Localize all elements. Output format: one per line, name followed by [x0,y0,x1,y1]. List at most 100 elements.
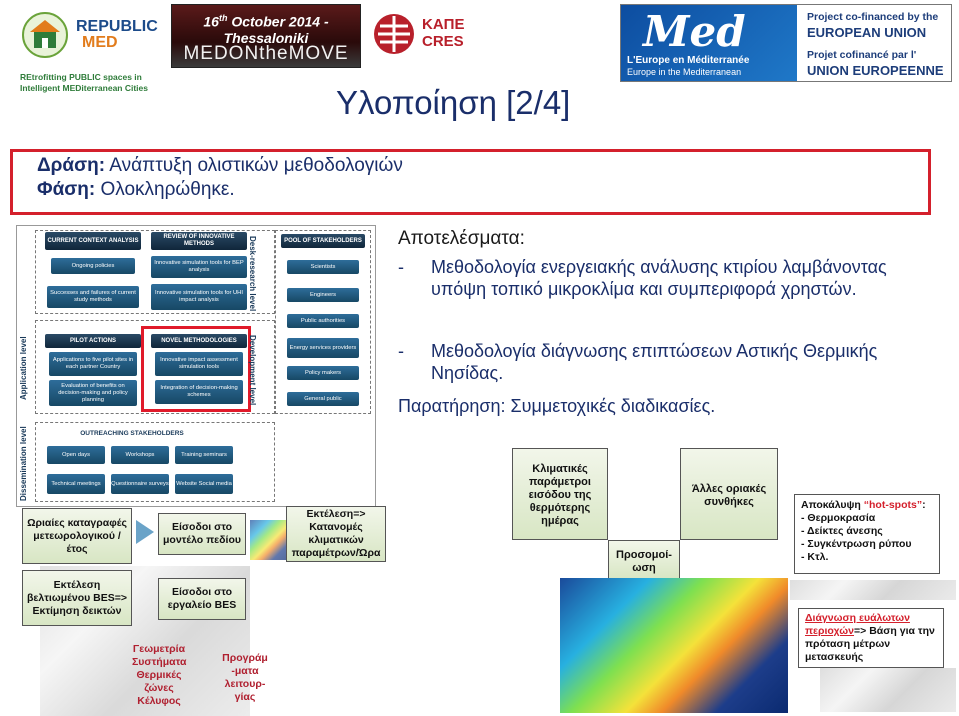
pool-item-text: Energy services providers [289,344,357,351]
result-text: Μεθοδολογία διάγνωσης επιπτώσεων Αστικής… [431,341,878,383]
novel-methodologies-header: NOVEL METHODOLOGIES [151,334,247,348]
hotspots-label: Αποκάλυψη [801,499,861,511]
republic-med-emblem-icon [22,12,68,58]
hotspots-item: - Θερμοκρασία [801,512,876,524]
stakeholders-pool [275,230,371,414]
application-level-label: Application level [19,336,28,400]
hotspots-item: - Συγκέντρωση ρύπου [801,538,912,550]
outreach-item-text: Open days [61,451,91,458]
pool-item: General public [287,392,359,406]
bep-tools-text: Innovative simulation tools for BEP anal… [154,260,244,273]
outreaching-area [35,422,275,502]
result-dash: - [398,257,404,277]
pool-item: Scientists [287,260,359,274]
republic-name-med: MED [82,34,118,51]
eu-text-line2: EUROPEAN UNION [807,25,927,40]
review-methods-text: REVIEW OF INNOVATIVE METHODS [163,234,235,247]
decision-schemes-text: Integration of decision-making schemes [160,385,238,398]
pilot-sites-box: Applications to five pilot sites in each… [49,352,137,376]
hotspots-item: - Κτλ. [801,551,829,563]
action-line: Δράση: Ανάπτυξη ολιστικών μεθοδολογιών [37,154,904,178]
pool-header: POOL OF STAKEHOLDERS [281,234,365,248]
med-word: Med [643,7,746,56]
page-title: Υλοποίηση [2/4] [336,84,571,121]
eu-text-line4: UNION EUROPEENNE [807,63,944,78]
note-text: Παρατήρηση: Συμμετοχικές διαδικασίες. [398,396,716,416]
kape-text: ΚΑΠΕ CRES [422,16,465,50]
ongoing-policies-box: Ongoing policies [51,258,135,274]
bes-execution-box: Εκτέλεση βελτιωμένου BES=> Εκτίμηση δεικ… [22,570,132,626]
pool-item-text: Public authorities [300,317,346,324]
desk-research-label: Desk-research level [248,236,257,312]
republic-name: REPUBLIC [76,18,158,35]
med-line-fr: L'Europe en Méditerranée [627,55,750,66]
outreach-item: Workshops [111,446,169,464]
eu-text-line3: Projet cofinancé par l' [807,49,917,61]
phase-line: Φάση: Ολοκληρώθηκε. [37,178,904,202]
outreach-item: Training seminars [175,446,233,464]
outreach-item-text: Website Social media [176,480,232,487]
boundary-conditions-box: Άλλες οριακές συνθήκες [680,448,778,540]
pool-item: Public authorities [287,314,359,328]
successes-failures-box: Successes and failures of current study … [47,286,139,308]
hotspots-key: “hot-spots” [863,499,923,511]
bes-input-box: Είσοδοι στο εργαλείο BES [158,578,246,620]
successes-failures-text: Successes and failures of current study … [50,290,136,303]
kape-greek: ΚΑΠΕ [422,16,465,33]
development-area [35,320,275,414]
decision-schemes-box: Integration of decision-making schemes [155,380,243,404]
impact-tools-box: Innovative impact assessment simulation … [155,352,243,376]
diagnosis-key-2: περιοχών [805,625,855,637]
pool-header-text: POOL OF STAKEHOLDERS [284,237,362,244]
cres-latin: CRES [422,33,464,50]
eu-med-programme-box: Med L'Europe en Méditerranée Europe in t… [620,4,952,82]
outreach-item: Technical meetings [47,474,105,494]
diagnosis-text: => Βάση για την πρόταση μέτρων μετασκευή… [805,625,935,663]
result-text: Μεθοδολογία ενεργειακής ανάλυσης κτιρίου… [431,257,887,299]
evaluation-box: Evaluation of benefits on decision-makin… [49,380,137,406]
diagnosis-key-1: Διάγνωση ευάλωτων [805,612,910,624]
methodology-diagram: Application level Dissemination level CU… [16,225,376,507]
diagnosis-box: Διάγνωση ευάλωτων περιοχών=> Βάση για τη… [798,608,944,668]
result-item: - Μεθοδολογία ενεργειακής ανάλυσης κτιρί… [398,256,944,326]
dissemination-level-label: Dissemination level [19,426,28,502]
field-model-input-box: Είσοδοι στο μοντέλο πεδίου [158,513,246,555]
novel-methodologies-text: NOVEL METHODOLOGIES [161,337,237,344]
pool-item: Policy makers [287,366,359,380]
review-methods-header: REVIEW OF INNOVATIVE METHODS [151,232,247,250]
phase-value: Ολοκληρώθηκε. [100,179,235,200]
event-day-suffix: th [218,13,228,23]
site-aerial-image [820,668,956,712]
republic-tagline-2: Intelligent MEDiterranean Cities [20,83,148,93]
outreach-item-text: Technical meetings [51,480,101,487]
outreach-item: Website Social media [175,474,233,494]
outreach-item-text: Workshops [125,451,155,458]
pool-item-text: Policy makers [304,369,342,376]
kape-cres-logo: ΚΑΠΕ CRES [372,12,472,58]
republic-med-logo: REPUBLIC MED REtrofitting PUBLIC spaces … [16,8,166,96]
field-simulation-thumbnail [250,520,288,560]
med-programme-logo: Med L'Europe en Méditerranée Europe in t… [621,5,797,81]
event-day: 16 [203,13,219,30]
eu-text-line1: Project co-financed by the [807,11,939,23]
event-date-rest: October 2014 - Thessaloniki [223,13,329,46]
current-context-text: CURRENT CONTEXT ANALYSIS [47,237,139,244]
arrow-right-icon [136,520,154,544]
results-title: Αποτελέσματα: [398,228,525,249]
uhi-tools-text: Innovative simulation tools for UHI impa… [155,290,243,303]
hotspots-box: Αποκάλυψη “hot-spots”: - Θερμοκρασία - Δ… [794,494,940,574]
ongoing-policies-text: Ongoing policies [71,262,115,269]
geometry-label: Γεωμετρία Συστήματα Θερμικές ζώνες Κέλυφ… [132,643,187,707]
program-label: Προγράμ -ματα λειτουρ- γίας [222,652,268,703]
site-render-image [790,580,956,600]
outreach-item-text: Training seminars [181,451,227,458]
development-level-label: Development level [248,334,257,406]
bep-tools-box: Innovative simulation tools for BEP anal… [151,256,247,278]
evaluation-text: Evaluation of benefits on decision-makin… [58,382,128,403]
pool-item: Energy services providers [287,338,359,358]
phase-label: Φάση: [37,179,96,200]
pool-item-text: Scientists [310,263,336,270]
pool-item: Engineers [287,288,359,302]
event-banner: 16th October 2014 - Thessaloniki MEDONth… [171,4,361,68]
eu-cofinance-text: Project co-financed by the EUROPEAN UNIO… [807,11,947,79]
